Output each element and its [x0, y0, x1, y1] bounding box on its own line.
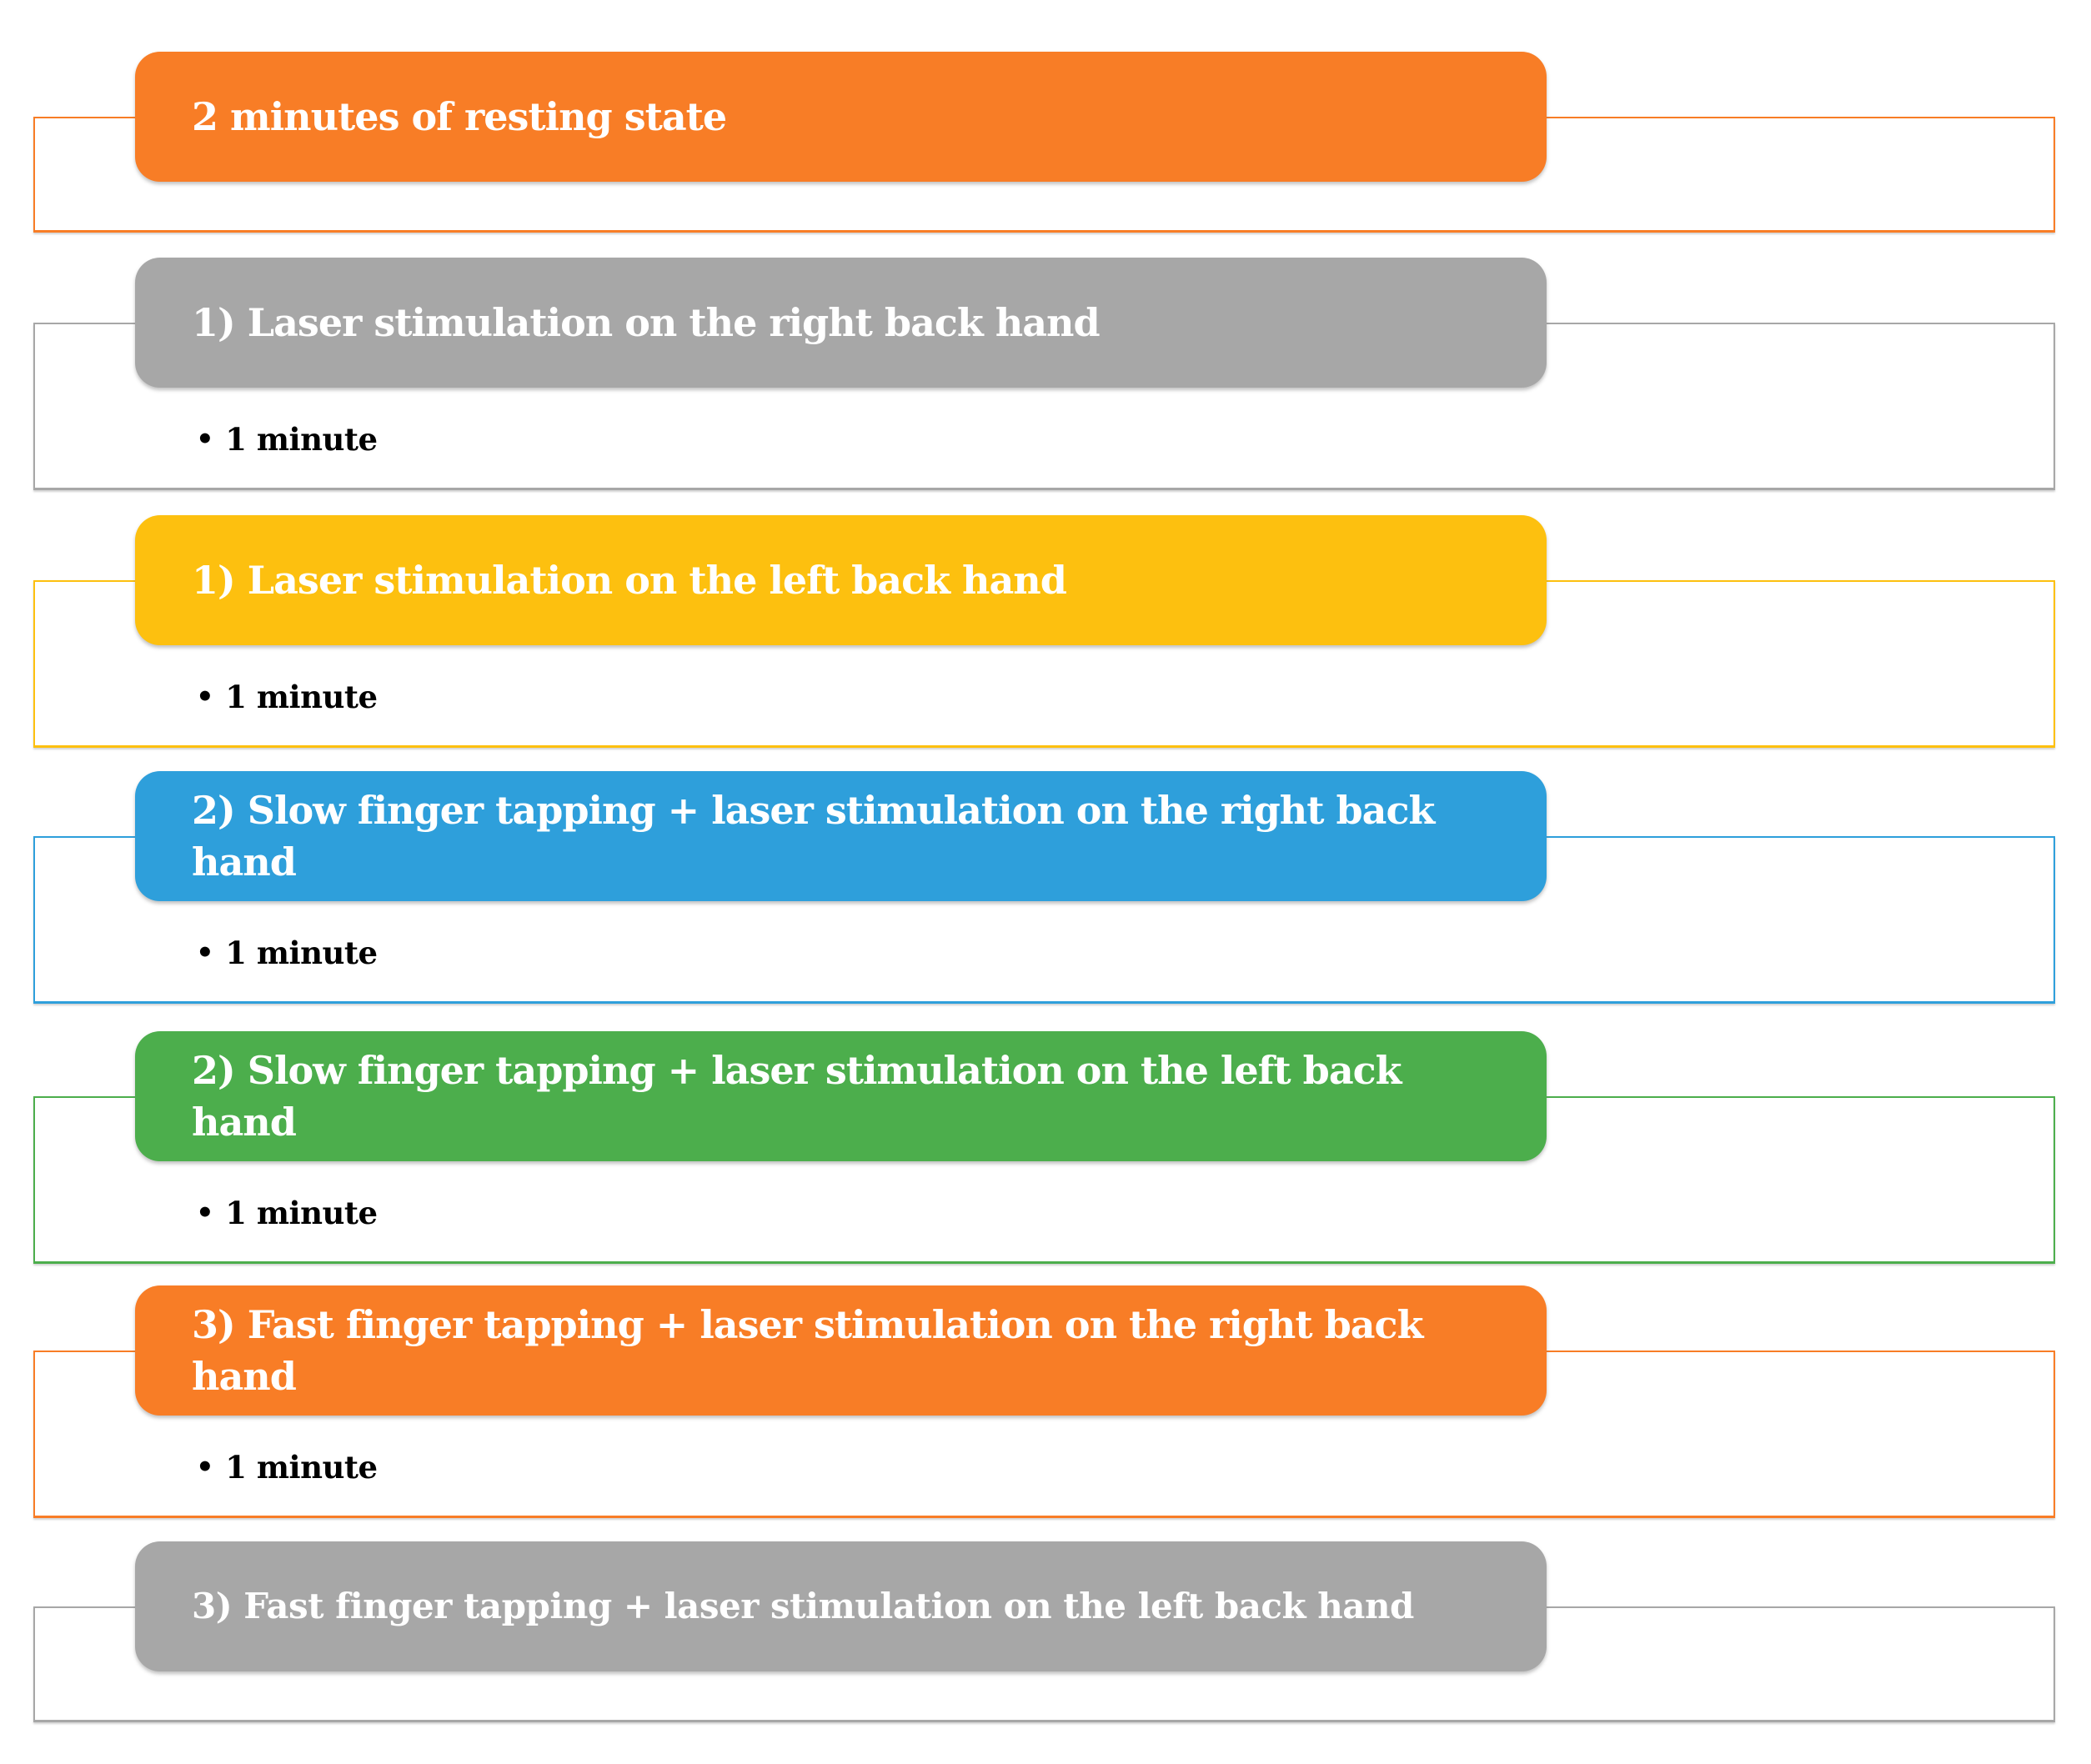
- step-slow-tapping-right: 2) Slow finger tapping + laser stimulati…: [33, 771, 2055, 1004]
- step-heading-line: hand: [192, 1100, 297, 1145]
- smartart-vertical-block-list: 2 minutes of resting state 1) Laser stim…: [33, 52, 2055, 1722]
- duration-text: 1 minute: [225, 1449, 378, 1486]
- step-duration: • 1 minute: [33, 1193, 2055, 1233]
- step-heading-box: 2) Slow finger tapping + laser stimulati…: [135, 771, 1547, 901]
- step-heading-line: 2 minutes of resting state: [192, 94, 727, 139]
- bullet-dot-icon: •: [196, 936, 214, 970]
- step-fast-tapping-left: 3) Fast finger tapping + laser stimulati…: [33, 1541, 2055, 1722]
- step-heading-line: 3) Fast finger tapping + laser stimulati…: [192, 1586, 1414, 1626]
- step-heading-line: 2) Slow finger tapping + laser stimulati…: [192, 1048, 1402, 1093]
- step-duration: • 1 minute: [33, 933, 2055, 973]
- step-resting-state: 2 minutes of resting state: [33, 52, 2055, 233]
- step-heading-box: 1) Laser stimulation on the left back ha…: [135, 515, 1547, 645]
- step-heading: 1) Laser stimulation on the right back h…: [192, 297, 1101, 348]
- bullet-dot-icon: •: [196, 1451, 214, 1484]
- step-fast-tapping-right: 3) Fast finger tapping + laser stimulati…: [33, 1285, 2055, 1518]
- step-laser-right: 1) Laser stimulation on the right back h…: [33, 258, 2055, 490]
- step-heading: 2) Slow finger tapping + laser stimulati…: [192, 1045, 1402, 1148]
- step-heading: 2) Slow finger tapping + laser stimulati…: [192, 784, 1435, 888]
- step-heading-box: 2 minutes of resting state: [135, 52, 1547, 182]
- duration-text: 1 minute: [225, 679, 378, 715]
- step-heading-line: 3) Fast finger tapping + laser stimulati…: [192, 1302, 1423, 1347]
- step-heading-box: 3) Fast finger tapping + laser stimulati…: [135, 1541, 1547, 1671]
- step-duration: • 1 minute: [33, 1447, 2055, 1487]
- duration-text: 1 minute: [225, 1195, 378, 1231]
- step-heading-line: hand: [192, 839, 297, 885]
- step-heading: 1) Laser stimulation on the left back ha…: [192, 554, 1067, 606]
- bullet-dot-icon: •: [196, 680, 214, 714]
- bullet-dot-icon: •: [196, 423, 214, 456]
- step-heading-line: 2) Slow finger tapping + laser stimulati…: [192, 788, 1435, 833]
- bullet-dot-icon: •: [196, 1196, 214, 1230]
- duration-text: 1 minute: [225, 421, 378, 458]
- step-heading: 2 minutes of resting state: [192, 91, 727, 143]
- step-heading-box: 3) Fast finger tapping + laser stimulati…: [135, 1285, 1547, 1416]
- step-laser-left: 1) Laser stimulation on the left back ha…: [33, 515, 2055, 748]
- duration-text: 1 minute: [225, 935, 378, 971]
- step-heading-box: 1) Laser stimulation on the right back h…: [135, 258, 1547, 388]
- step-duration: • 1 minute: [33, 677, 2055, 717]
- step-heading-box: 2) Slow finger tapping + laser stimulati…: [135, 1031, 1547, 1161]
- step-duration: • 1 minute: [33, 419, 2055, 459]
- step-slow-tapping-left: 2) Slow finger tapping + laser stimulati…: [33, 1031, 2055, 1264]
- step-heading-line: 1) Laser stimulation on the left back ha…: [192, 558, 1067, 603]
- step-heading: 3) Fast finger tapping + laser stimulati…: [192, 1581, 1414, 1632]
- step-heading: 3) Fast finger tapping + laser stimulati…: [192, 1299, 1423, 1402]
- step-heading-line: 1) Laser stimulation on the right back h…: [192, 300, 1101, 345]
- step-heading-line: hand: [192, 1354, 297, 1399]
